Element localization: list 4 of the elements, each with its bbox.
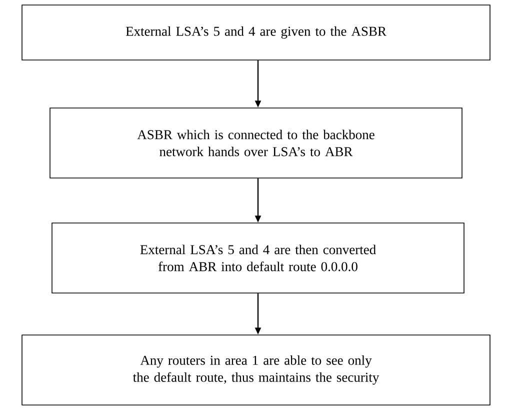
- process-box: External LSA’s 5 and 4 are then converted from ABR into default route 0.0.0.0: [52, 222, 464, 294]
- process-box: Any routers in area 1 are able to see only the default route, thus maintains the security: [22, 334, 490, 406]
- process-box: External LSA’s 5 and 4 are given to the ASBR: [22, 4, 490, 60]
- process-box: ASBR which is connected to the backbone network hands over LSA’s to ABR: [50, 108, 462, 178]
